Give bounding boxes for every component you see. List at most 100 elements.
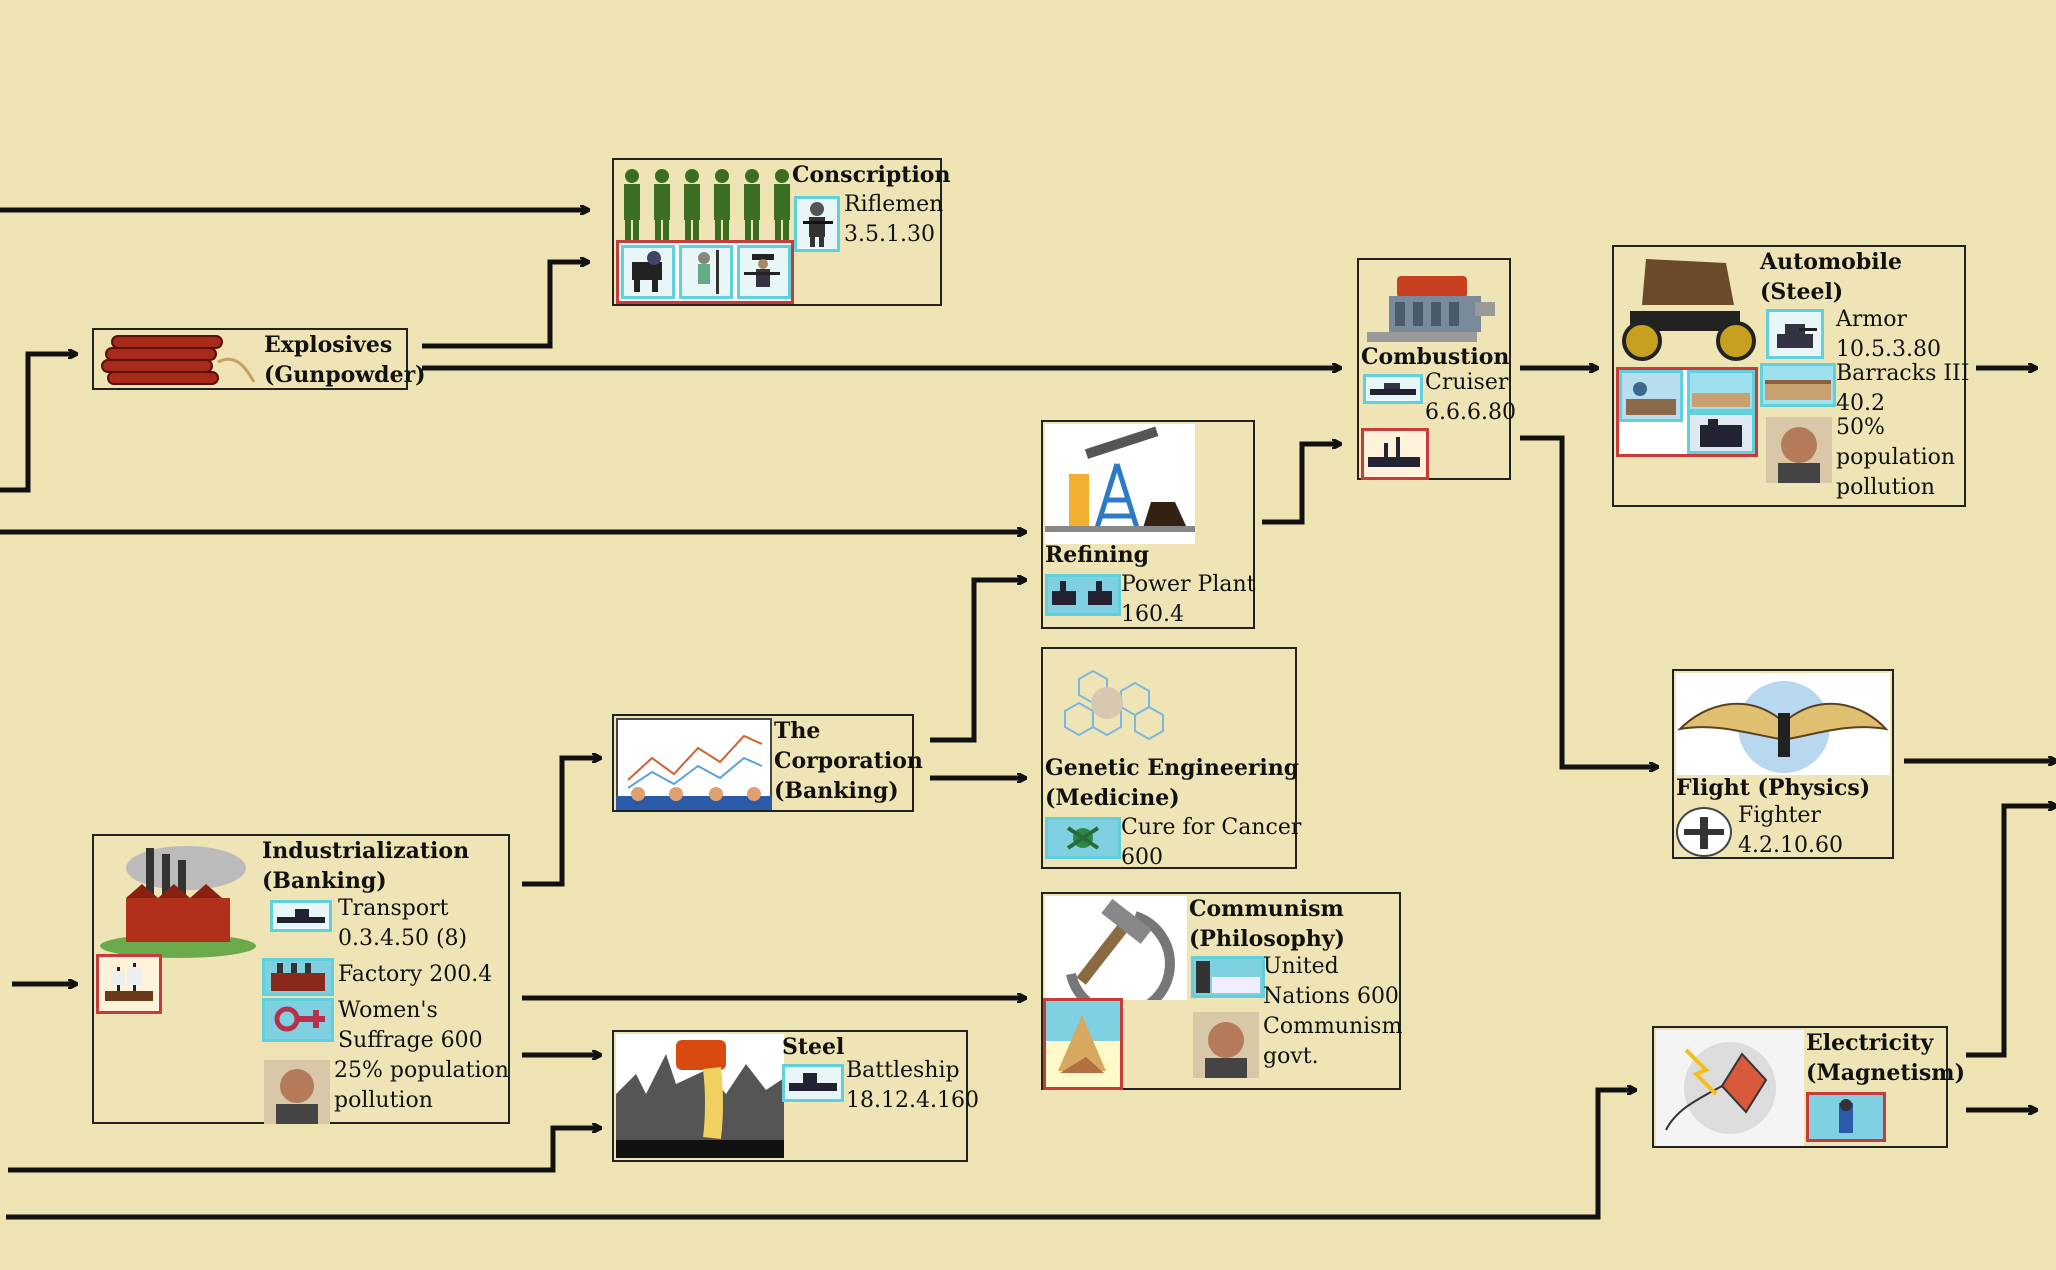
building-stats: 40.2 [1836,391,1885,416]
tech-title: Conscription [792,162,951,188]
unit-stats: 6.6.6.80 [1425,400,1516,425]
governor-portrait-icon [1766,417,1832,483]
knight-icon [621,245,675,299]
tech-automobile[interactable]: Automobile (Steel) Armor 10.5.3.80 Barra… [1612,245,1970,507]
tech-explosives[interactable]: Explosives (Gunpowder) [92,328,426,390]
ornithopter-image [1676,673,1890,775]
tech-steel[interactable]: Steel Battleship 18.12.4.160 [612,1030,979,1162]
tech-title: Combustion [1361,344,1510,370]
arrow-explosives-to-conscription [422,262,588,349]
obsoleted-wonder-icon [1806,1092,1886,1142]
transport-icon [270,900,332,932]
tech-genetic-engineering[interactable]: Genetic Engineering (Medicine) Cure for … [1041,647,1301,870]
rifleman-icon [794,196,840,252]
pikeman-icon [679,245,733,299]
tech-conscription[interactable]: Conscription Riflemen 3.5.1.30 [612,158,950,306]
arrow-refining-to-combustion [1262,444,1340,525]
wonder-cost: Nations 600 [1263,984,1399,1009]
building-name: Barracks III [1836,361,1970,386]
cruiser-icon [1363,374,1423,404]
government-name: Communism [1263,1014,1403,1039]
tech-the-corporation[interactable]: The Corporation (Banking) [612,714,923,812]
barracks-icon [1760,363,1836,407]
obsolete-unit-icon [1619,370,1683,422]
arrow-to-steel [8,1128,600,1173]
pollution-text: pollution [334,1088,433,1113]
building-cost: 160.4 [1121,602,1184,627]
kite-lightning-image [1656,1030,1804,1146]
arrow-to-electricity [6,1090,1635,1220]
obsoleted-items [1616,367,1758,457]
unit-stats: 18.12.4.160 [846,1088,979,1113]
tech-prerequisite: (Philosophy) [1189,926,1345,952]
unit-name: Cruiser [1425,370,1509,395]
arrow-electricity-to-upper [1966,806,2056,1058]
government-label: govt. [1263,1044,1319,1069]
factory-image [96,838,260,958]
power-plant-icon [1045,574,1121,616]
unit-name: Armor [1836,307,1908,332]
tech-title: Explosives [264,332,393,358]
steel-mill-image [616,1034,784,1158]
stock-chart-image [616,718,772,810]
unit-name: Transport [338,896,449,921]
tech-title: Electricity [1806,1030,1934,1056]
unit-stats: 10.5.3.80 [1836,337,1941,362]
tech-title: The [774,718,821,744]
united-nations-icon [1191,956,1265,998]
tech-title: Industrialization [262,838,470,864]
unit-stats: 0.3.4.50 (8) [338,926,468,951]
building-name: Factory 200.4 [338,962,493,987]
tech-title: Communism [1189,896,1344,922]
battleship-icon [782,1064,844,1102]
tech-title: Automobile [1760,249,1902,275]
wonder-name: Women's [338,998,438,1023]
obsoleted-unit-icon [1361,428,1429,480]
arrow-combustion-to-flight [1520,435,1657,767]
wonder-cost: Suffrage 600 [338,1028,483,1053]
obsoleted-wonder-icon [1043,998,1123,1090]
wonder-cost: 600 [1121,845,1163,870]
governor-portrait-icon [1193,1012,1259,1078]
tech-prerequisite: (Steel) [1760,279,1844,305]
armor-icon [1766,309,1824,359]
tech-refining[interactable]: Refining Power Plant 160.4 [1041,420,1255,629]
tech-flight[interactable]: Flight (Physics) Fighter 4.2.10.60 [1672,669,1894,859]
pollution-text: 25% population [334,1058,509,1083]
unit-name: Fighter [1738,803,1821,828]
building-name: Power Plant [1121,572,1256,597]
obsolete-wonder-icon [1687,412,1755,454]
tech-title: Corporation [774,748,923,774]
tech-communism[interactable]: Communism (Philosophy) United Nations 60… [1041,892,1403,1090]
tech-title: Genetic Engineering [1045,755,1300,781]
pollution-text: population [1836,445,1956,470]
tech-prerequisite: (Banking) [262,868,387,894]
arrow-to-explosives [0,354,76,493]
wonder-name: Cure for Cancer [1121,815,1302,840]
tech-title: Flight (Physics) [1676,775,1871,801]
oil-derrick-image [1045,424,1195,544]
arrow-corporation-to-refining [930,580,1025,743]
soldiers-image [618,164,794,242]
unit-name: Battleship [846,1058,960,1083]
tech-prerequisite: (Medicine) [1045,785,1180,811]
unit-name: Riflemen [844,192,944,217]
obsoleted-units [616,240,794,304]
obsoleted-unit-icon [96,954,162,1014]
hammer-sickle-image [1045,896,1187,1000]
fighter-icon [1676,807,1732,857]
tech-prerequisite: (Banking) [774,778,899,804]
engine-image [1363,262,1507,348]
tech-title: Refining [1045,542,1150,568]
tech-title: Steel [782,1034,845,1060]
musketeer-icon [737,245,791,299]
car-image [1616,249,1758,369]
tech-combustion[interactable]: Combustion Cruiser 6.6.6.80 [1357,258,1516,480]
wonder-name: United [1263,954,1339,979]
tech-industrialization[interactable]: Industrialization (Banking) Transport 0.… [92,834,510,1124]
arrow-industrialization-to-corporation [522,758,600,887]
womens-suffrage-icon [262,998,334,1042]
tech-electricity[interactable]: Electricity (Magnetism) [1652,1026,1965,1148]
tech-prerequisite: (Magnetism) [1806,1060,1965,1086]
